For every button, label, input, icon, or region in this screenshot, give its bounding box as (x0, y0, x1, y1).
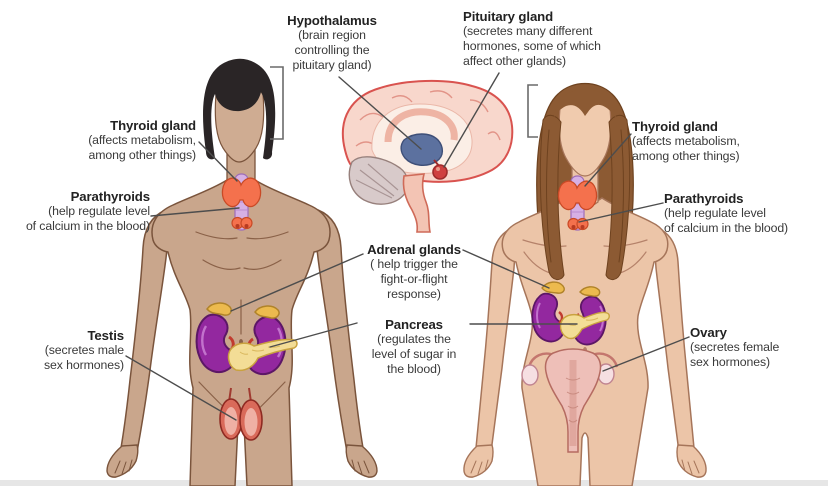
label-hypothalamus-desc: (brain region controlling the pituitary … (292, 28, 372, 72)
male-right-hand (345, 444, 378, 478)
female-head-bracket (527, 84, 538, 138)
label-thyroid-gland-right-desc: (affects metabolism, among other things) (632, 134, 740, 163)
thyroid-left-leader-line (198, 141, 238, 182)
female-right-arm (652, 227, 695, 453)
female-parathyroid-dots (571, 225, 576, 229)
corpus-callosum (384, 108, 458, 143)
label-pituitary-gland: Pituitary gland (secretes many different… (463, 9, 638, 69)
female-left-hand-fingers (470, 459, 489, 475)
male-body-contour-lines (195, 231, 289, 420)
ovary-leader-line (602, 336, 690, 372)
male-hair (203, 58, 276, 160)
brainstem (402, 173, 431, 233)
hypothalamus-leader-line (338, 76, 422, 150)
label-thyroid-gland-right-title: Thyroid gland (632, 119, 718, 134)
hypothalamus-region (400, 133, 444, 166)
label-adrenal-glands-title: Adrenal glands (367, 242, 461, 257)
label-parathyroids-left-desc: (help regulate level of calcium in the b… (25, 204, 150, 233)
label-pituitary-gland-desc: (secretes many different hormones, some … (463, 24, 601, 68)
label-pituitary-gland-title: Pituitary gland (463, 9, 554, 24)
female-right-hand-fingers (681, 459, 700, 475)
adrenal-left-leader-line (230, 253, 364, 312)
female-hair-strands (546, 129, 624, 263)
label-hypothalamus-title: Hypothalamus (287, 13, 377, 28)
male-testes-organ (219, 387, 263, 441)
label-thyroid-gland-left-desc: (affects metabolism, among other things) (88, 133, 196, 162)
male-left-hand (106, 444, 139, 478)
female-hair-left-lock (539, 114, 565, 280)
brain-illustration (341, 79, 514, 233)
male-parathyroid-dots (235, 224, 240, 228)
male-right-hand-fingers (351, 459, 370, 475)
male-head-bracket (270, 66, 284, 140)
parathyroids-right-leader-line (578, 202, 664, 223)
leader-lines (125, 72, 690, 421)
female-adrenal-glands (541, 281, 601, 297)
label-thyroid-gland-left: Thyroid gland (affects metabolism, among… (36, 118, 196, 163)
ground-shadow (0, 480, 828, 486)
label-parathyroids-left-title: Parathyroids (70, 189, 151, 204)
male-thyroid-organ (221, 173, 262, 231)
pituitary-organ (432, 164, 448, 180)
label-pancreas-desc: (regulates the level of sugar in the blo… (371, 332, 457, 376)
thyroid-right-leader-line (584, 133, 632, 187)
label-ovary: Ovary (secretes female sex hormones) (690, 325, 810, 370)
label-testis: Testis (secretes male sex hormones) (14, 328, 124, 373)
pancreas-left-leader-line (269, 322, 358, 348)
left-ovary (521, 364, 539, 386)
label-parathyroids-right-title: Parathyroids (664, 191, 744, 206)
pituitary-leader-line (443, 72, 500, 168)
testis-leader-line (125, 355, 237, 421)
label-pancreas-title: Pancreas (385, 317, 443, 332)
label-parathyroids-left: Parathyroids (help regulate level of cal… (0, 189, 150, 234)
label-ovary-title: Ovary (690, 325, 727, 340)
male-left-hand-fingers (114, 459, 133, 475)
label-hypothalamus: Hypothalamus (brain region controlling t… (252, 13, 412, 73)
brain-gyri-lines (355, 90, 501, 147)
female-hair-front (554, 89, 616, 118)
label-testis-title: Testis (87, 328, 124, 343)
label-ovary-desc: (secretes female sex hormones) (690, 340, 780, 369)
label-adrenal-glands-desc: ( help trigger the fight-or-flight respo… (370, 257, 458, 301)
male-adrenal-glands (206, 302, 280, 319)
label-pancreas: Pancreas (regulates the level of sugar i… (334, 317, 494, 377)
label-parathyroids-right: Parathyroids (help regulate level of cal… (664, 191, 822, 236)
label-thyroid-gland-right: Thyroid gland (affects metabolism, among… (632, 119, 792, 164)
label-thyroid-gland-left-title: Thyroid gland (110, 118, 196, 133)
female-uterus-ovaries (521, 348, 619, 453)
adrenal-right-leader-line (462, 249, 550, 289)
female-pancreas-organ (559, 311, 610, 340)
parathyroids-left-leader-line (150, 207, 240, 217)
female-thyroid-organ (557, 175, 598, 231)
label-adrenal-glands: Adrenal glands ( help trigger the fight-… (334, 242, 494, 302)
label-testis-desc: (secretes male sex hormones) (43, 343, 124, 372)
label-parathyroids-right-desc: (help regulate level of calcium in the b… (664, 206, 789, 235)
